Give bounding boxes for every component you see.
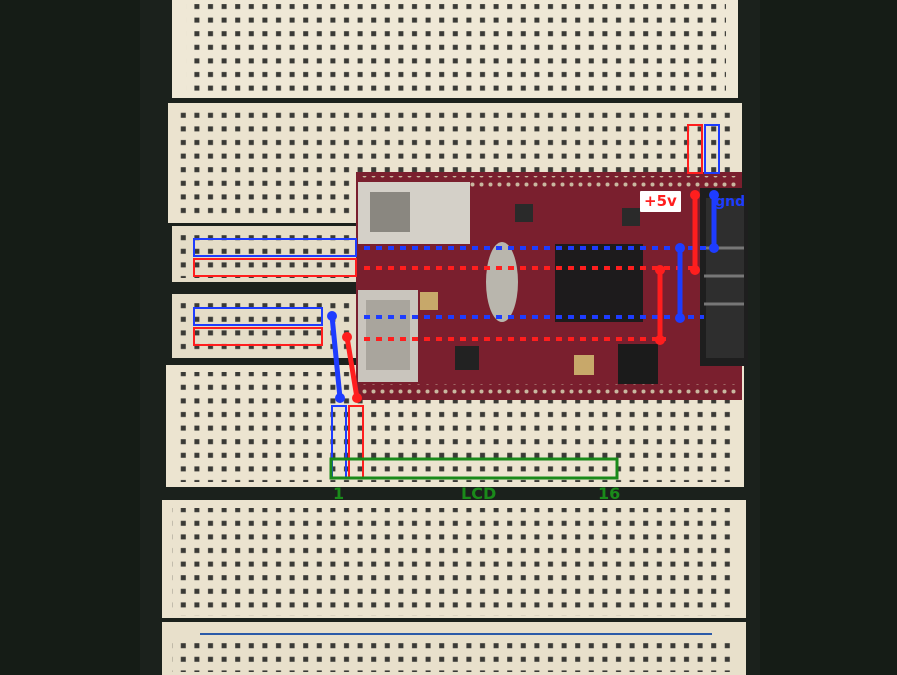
crystal: [486, 242, 518, 322]
power-rail-left-1: [172, 226, 362, 282]
breadboard-top: [172, 0, 738, 98]
power-label: +5v: [640, 191, 681, 212]
power-wire-right: [655, 190, 700, 345]
rail-outline-red-top: [193, 258, 357, 277]
power-wire-lcd: [342, 332, 362, 403]
pin-header: [700, 188, 748, 366]
header-outline-red: [687, 124, 703, 174]
rail-outline-blue-top: [193, 238, 357, 257]
reset-button: [515, 204, 533, 222]
ground-wire-lcd: [327, 311, 345, 403]
mcu-chip: [555, 244, 643, 322]
breadboard-bottom-rail: [162, 622, 746, 675]
lcd-outline: [329, 457, 619, 480]
header-outline-blue: [704, 124, 720, 174]
microcontroller-board: [356, 172, 742, 400]
lcd-pin-first-label: 1: [333, 484, 345, 503]
rail-outline-blue-bottom: [193, 307, 323, 326]
ground-wire-right: [675, 190, 719, 323]
ground-label: gnd: [715, 194, 746, 210]
lcd-label: LCD: [461, 484, 497, 503]
boot-button: [622, 208, 640, 226]
lcd-pin-last-label: 16: [598, 484, 621, 503]
breadboard-bottom: [162, 500, 746, 618]
rail-outline-red-bottom: [193, 327, 323, 346]
